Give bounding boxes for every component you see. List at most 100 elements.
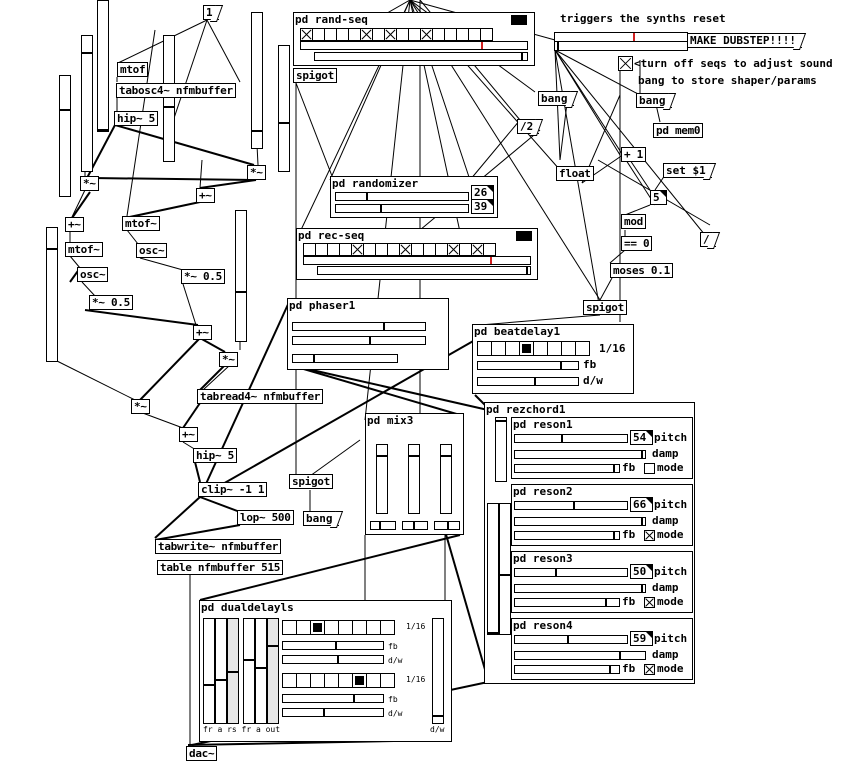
reson1-mode-toggle[interactable] bbox=[644, 463, 655, 474]
randomizer-slider-2[interactable] bbox=[335, 204, 469, 213]
spigot-object-1[interactable]: spigot bbox=[293, 68, 337, 83]
dac-object[interactable]: dac~ bbox=[186, 746, 218, 761]
clip-object[interactable]: clip~ -1 1 bbox=[198, 482, 268, 497]
bang-message-3[interactable]: bang bbox=[303, 511, 339, 526]
mtof-tilde-object-2[interactable]: mtof~ bbox=[65, 242, 103, 257]
division-cell[interactable] bbox=[547, 341, 562, 356]
dd-vslider-fr1[interactable] bbox=[203, 618, 215, 724]
subpatch-reson2[interactable]: pd reson2 66 pitch damp fb mode bbox=[511, 484, 693, 546]
reson1-pitch-number[interactable]: 54 bbox=[630, 430, 654, 445]
add-object-4[interactable]: +~ bbox=[179, 427, 198, 442]
add-object-1[interactable]: +~ bbox=[65, 217, 84, 232]
hip-object-1[interactable]: hip~ 5 bbox=[114, 111, 158, 126]
reson1-fb-slider[interactable] bbox=[514, 464, 620, 473]
division-cell[interactable] bbox=[352, 673, 367, 688]
division-cell[interactable] bbox=[296, 673, 311, 688]
subpatch-reson3[interactable]: pd reson3 50 pitch damp fb mode bbox=[511, 551, 693, 613]
moses-object[interactable]: moses 0.1 bbox=[610, 263, 673, 278]
dd-vslider-a1[interactable] bbox=[215, 618, 227, 724]
mul-object-4[interactable]: *~ bbox=[131, 399, 150, 414]
mix-hslider-3[interactable] bbox=[434, 521, 460, 530]
rec-seq-steps[interactable] bbox=[303, 243, 496, 256]
rec-seq-toggle[interactable] bbox=[516, 231, 532, 241]
division-cell[interactable] bbox=[491, 341, 506, 356]
hip-object-2[interactable]: hip~ 5 bbox=[193, 448, 237, 463]
subpatch-reson4[interactable]: pd reson4 59 pitch damp fb mode bbox=[511, 618, 693, 680]
division-cell[interactable] bbox=[338, 673, 353, 688]
reson2-pitch-slider[interactable] bbox=[514, 501, 628, 510]
subpatch-rand-seq[interactable]: pd rand-seq bbox=[293, 12, 535, 66]
randomizer-slider-1[interactable] bbox=[335, 192, 469, 201]
vslider-7[interactable] bbox=[46, 227, 58, 362]
rand-seq-toggle[interactable] bbox=[511, 15, 527, 25]
reset-slider-2[interactable] bbox=[554, 41, 688, 51]
tabread4-object[interactable]: tabread4~ nfmbuffer bbox=[197, 389, 324, 404]
division-cell[interactable] bbox=[380, 673, 395, 688]
reson3-fb-slider[interactable] bbox=[514, 598, 620, 607]
eq0-object[interactable]: == 0 bbox=[621, 236, 653, 251]
randomizer-number-1[interactable]: 26 bbox=[471, 185, 495, 200]
step-cell[interactable] bbox=[483, 243, 496, 256]
phaser-slider-2[interactable] bbox=[292, 336, 426, 345]
number-box-5[interactable]: 5 bbox=[650, 190, 667, 205]
dd-dw-slider-1[interactable] bbox=[282, 655, 384, 664]
mul-object-2[interactable]: *~ bbox=[247, 165, 266, 180]
mix-slider-3[interactable] bbox=[440, 444, 452, 514]
randomizer-number-2[interactable]: 39 bbox=[471, 199, 495, 214]
subpatch-mix[interactable]: pd mix3 bbox=[365, 413, 464, 535]
mix-hslider-2[interactable] bbox=[402, 521, 428, 530]
dd-vslider-fr2[interactable] bbox=[243, 618, 255, 724]
vslider-5[interactable] bbox=[59, 75, 71, 197]
reson2-fb-slider[interactable] bbox=[514, 531, 620, 540]
mtof-object[interactable]: mtof bbox=[117, 62, 149, 77]
vslider-8[interactable] bbox=[235, 210, 247, 342]
division-cell[interactable] bbox=[575, 341, 590, 356]
division-cell[interactable] bbox=[296, 620, 311, 635]
osc-object-1[interactable]: osc~ bbox=[77, 267, 109, 282]
spigot-object-2[interactable]: spigot bbox=[583, 300, 627, 315]
rand-seq-position[interactable] bbox=[300, 41, 528, 50]
rand-seq-steps[interactable] bbox=[300, 28, 493, 41]
mul-object-1[interactable]: *~ bbox=[80, 176, 99, 191]
reson3-pitch-slider[interactable] bbox=[514, 568, 628, 577]
mix-hslider-1[interactable] bbox=[370, 521, 396, 530]
division-cell[interactable] bbox=[282, 673, 297, 688]
rec-seq-slider[interactable] bbox=[317, 266, 531, 275]
division-cell[interactable] bbox=[519, 341, 534, 356]
spigot-object-3[interactable]: spigot bbox=[289, 474, 333, 489]
subpatch-rezchord[interactable]: pd rezchord1 pd reson1 54 pitch damp fb … bbox=[484, 402, 695, 684]
div2-message[interactable]: /2 bbox=[517, 119, 540, 134]
reson4-pitch-slider[interactable] bbox=[514, 635, 628, 644]
dd-fb-slider-1[interactable] bbox=[282, 641, 384, 650]
make-dubstep-button[interactable]: MAKE DUBSTEP!!!! bbox=[687, 33, 802, 48]
tabosc4-object[interactable]: tabosc4~ nfmbuffer bbox=[116, 83, 236, 98]
reson4-pitch-number[interactable]: 59 bbox=[630, 631, 654, 646]
reson4-damp-slider[interactable] bbox=[514, 651, 646, 660]
subpatch-randomizer[interactable]: pd randomizer 26 39 bbox=[330, 176, 498, 218]
pd-mem0-object[interactable]: pd mem0 bbox=[653, 123, 704, 138]
division-cell[interactable] bbox=[561, 341, 576, 356]
table-object[interactable]: table nfmbuffer 515 bbox=[157, 560, 284, 575]
slash-message[interactable]: / bbox=[700, 232, 716, 247]
tabwrite-object[interactable]: tabwrite~ nfmbuffer bbox=[155, 539, 282, 554]
dd-division-cells-1[interactable] bbox=[282, 620, 395, 635]
division-cell[interactable] bbox=[505, 341, 520, 356]
division-cell[interactable] bbox=[324, 673, 339, 688]
division-cell[interactable] bbox=[380, 620, 395, 635]
dd-dw-master-slider[interactable] bbox=[432, 618, 444, 724]
float-object[interactable]: float bbox=[556, 166, 594, 181]
subpatch-phaser[interactable]: pd phaser1 bbox=[287, 298, 449, 370]
add-object-3[interactable]: +~ bbox=[193, 325, 212, 340]
reson1-damp-slider[interactable] bbox=[514, 450, 646, 459]
dd-division-cells-2[interactable] bbox=[282, 673, 395, 688]
step-cell[interactable] bbox=[480, 28, 493, 41]
rezchord-vslider-3[interactable] bbox=[499, 503, 511, 635]
division-cell[interactable] bbox=[477, 341, 492, 356]
division-cell[interactable] bbox=[352, 620, 367, 635]
reson2-mode-toggle[interactable] bbox=[644, 530, 655, 541]
mul05-object-1[interactable]: *~ 0.5 bbox=[89, 295, 133, 310]
message-one[interactable]: 1 bbox=[203, 5, 219, 20]
vslider-1[interactable] bbox=[81, 35, 93, 172]
dd-vslider-a2[interactable] bbox=[255, 618, 267, 724]
division-cell[interactable] bbox=[366, 620, 381, 635]
